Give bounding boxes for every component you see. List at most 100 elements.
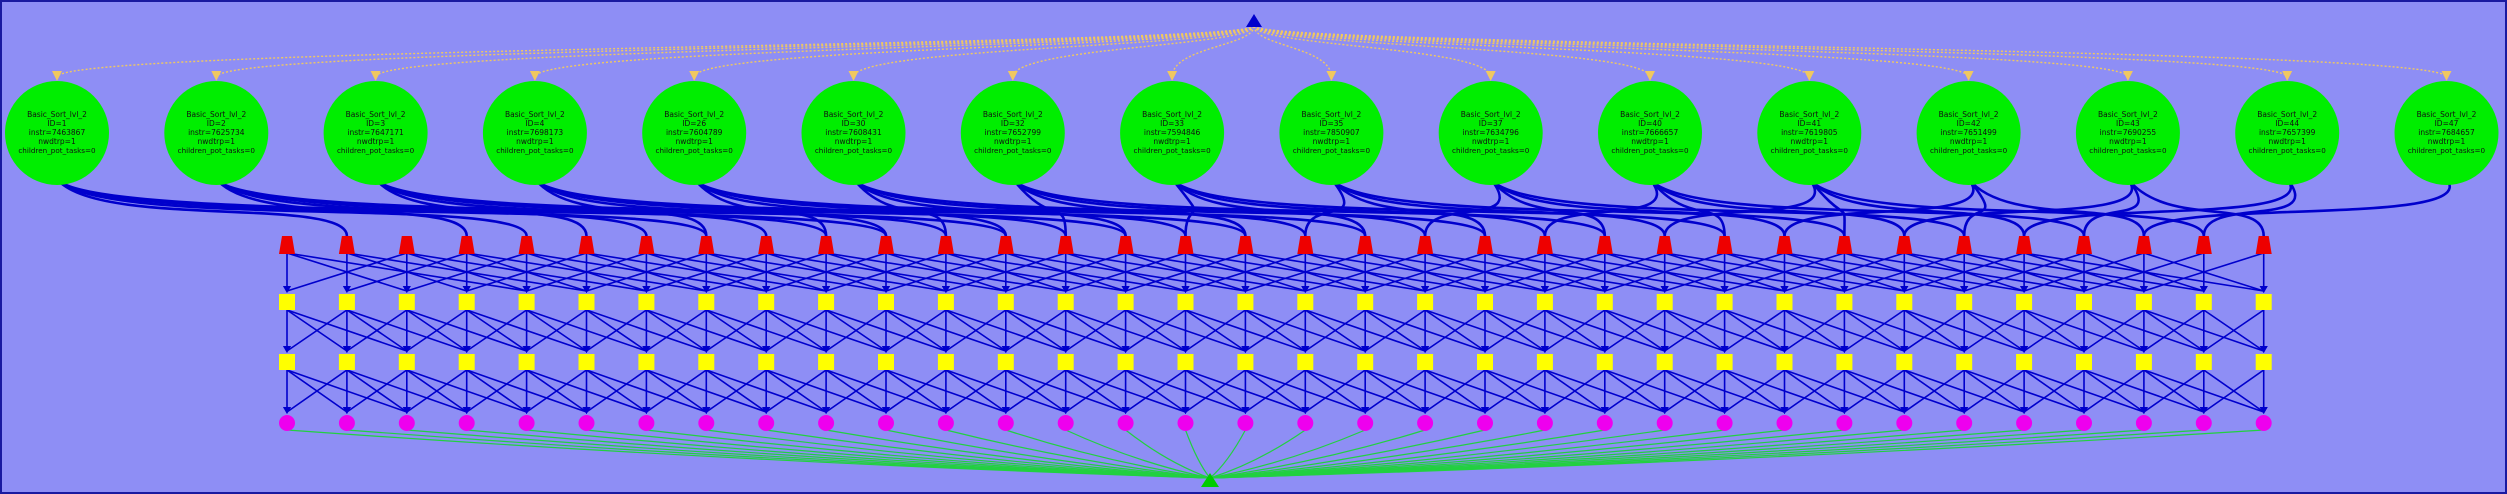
circle-node[interactable]	[398, 415, 415, 431]
square-node-row2[interactable]	[937, 354, 954, 370]
task-node-circle[interactable]	[5, 81, 109, 185]
trapezoid-node[interactable]	[1836, 236, 1853, 254]
square-node-row2[interactable]	[1716, 354, 1733, 370]
trapezoid-node[interactable]	[2135, 236, 2152, 254]
trapezoid-node[interactable]	[1177, 236, 1194, 254]
square-node-row1[interactable]	[2076, 294, 2092, 310]
square-node-row1[interactable]	[1297, 294, 1314, 310]
square-node-row2[interactable]	[1297, 354, 1314, 370]
square-node-row1[interactable]	[1896, 294, 1913, 310]
square-node-row1[interactable]	[1477, 294, 1493, 310]
circle-node[interactable]	[997, 415, 1014, 431]
trapezoid-node[interactable]	[1297, 236, 1314, 254]
sink-node[interactable]	[1201, 473, 1219, 487]
square-node-row1[interactable]	[758, 294, 775, 310]
square-node-row1[interactable]	[997, 294, 1014, 310]
circle-node[interactable]	[937, 415, 954, 431]
task-node[interactable]: Basic_Sort_lvl_2ID=32instr=7652799nwdtrp…	[960, 81, 1065, 185]
trapezoid-node[interactable]	[1117, 236, 1134, 254]
square-node-row1[interactable]	[338, 294, 355, 310]
square-node-row1[interactable]	[698, 294, 715, 310]
square-node-row1[interactable]	[518, 294, 535, 310]
trapezoid-node[interactable]	[1477, 236, 1493, 254]
task-node[interactable]: Basic_Sort_lvl_2ID=30instr=7608431nwdtrp…	[801, 81, 906, 185]
circle-node[interactable]	[1596, 415, 1613, 431]
task-node-circle[interactable]	[1916, 81, 2021, 185]
square-node-row2[interactable]	[1357, 354, 1374, 370]
trapezoid-node[interactable]	[997, 236, 1014, 254]
task-node-circle[interactable]	[960, 81, 1065, 185]
trapezoid-node[interactable]	[1237, 236, 1254, 254]
square-node-row1[interactable]	[1536, 294, 1553, 310]
trapezoid-node[interactable]	[758, 236, 775, 254]
trapezoid-node[interactable]	[1536, 236, 1553, 254]
square-node-row1[interactable]	[1357, 294, 1374, 310]
task-node[interactable]: Basic_Sort_lvl_2ID=44instr=7657399nwdtrp…	[2235, 81, 2340, 185]
circle-node[interactable]	[1477, 415, 1493, 431]
task-node[interactable]: Basic_Sort_lvl_2ID=26instr=7604789nwdtrp…	[642, 81, 747, 185]
square-node-row2[interactable]	[1477, 354, 1493, 370]
square-node-row2[interactable]	[1596, 354, 1613, 370]
task-node[interactable]: Basic_Sort_lvl_2ID=35instr=7850907nwdtrp…	[1279, 81, 1384, 185]
square-node-row1[interactable]	[1177, 294, 1194, 310]
square-node-row2[interactable]	[458, 354, 475, 370]
circle-node[interactable]	[758, 415, 775, 431]
task-node-circle[interactable]	[164, 81, 269, 185]
trapezoid-node[interactable]	[398, 236, 415, 254]
square-node-row1[interactable]	[1776, 294, 1793, 310]
trapezoid-node[interactable]	[698, 236, 715, 254]
sink-triangle-icon[interactable]	[1201, 473, 1219, 487]
square-node-row2[interactable]	[638, 354, 655, 370]
root-node[interactable]	[1246, 14, 1262, 27]
square-node-row2[interactable]	[279, 354, 295, 370]
trapezoid-node[interactable]	[2076, 236, 2092, 254]
square-node-row2[interactable]	[1536, 354, 1553, 370]
circle-node[interactable]	[1057, 415, 1074, 431]
circle-node[interactable]	[518, 415, 535, 431]
task-node[interactable]: Basic_Sort_lvl_2ID=1instr=7463867nwdtrp=…	[5, 81, 109, 185]
square-node-row2[interactable]	[338, 354, 355, 370]
circle-node[interactable]	[1117, 415, 1134, 431]
square-node-row2[interactable]	[2076, 354, 2092, 370]
trapezoid-node[interactable]	[1956, 236, 1973, 254]
task-node-circle[interactable]	[482, 81, 587, 185]
circle-node[interactable]	[1956, 415, 1973, 431]
square-node-row2[interactable]	[1896, 354, 1913, 370]
square-node-row1[interactable]	[2016, 294, 2033, 310]
trapezoid-node[interactable]	[518, 236, 535, 254]
circle-node[interactable]	[1357, 415, 1374, 431]
square-node-row1[interactable]	[279, 294, 295, 310]
trapezoid-node[interactable]	[2255, 236, 2272, 254]
trapezoid-node[interactable]	[937, 236, 954, 254]
circle-node[interactable]	[698, 415, 715, 431]
circle-node[interactable]	[638, 415, 655, 431]
task-node[interactable]: Basic_Sort_lvl_2ID=42instr=7651499nwdtrp…	[1916, 81, 2021, 185]
circle-node[interactable]	[1896, 415, 1913, 431]
task-node-circle[interactable]	[2235, 81, 2340, 185]
square-node-row2[interactable]	[1836, 354, 1853, 370]
square-node-row2[interactable]	[1417, 354, 1434, 370]
square-node-row2[interactable]	[1177, 354, 1194, 370]
trapezoid-node[interactable]	[1417, 236, 1434, 254]
circle-node[interactable]	[1836, 415, 1853, 431]
task-node[interactable]: Basic_Sort_lvl_2ID=4instr=7698173nwdtrp=…	[482, 81, 587, 185]
task-node-circle[interactable]	[1279, 81, 1384, 185]
task-node-circle[interactable]	[1120, 81, 1225, 185]
square-node-row2[interactable]	[578, 354, 595, 370]
task-node[interactable]: Basic_Sort_lvl_2ID=2instr=7625734nwdtrp=…	[164, 81, 269, 185]
task-node[interactable]: Basic_Sort_lvl_2ID=37instr=7634796nwdtrp…	[1438, 81, 1543, 185]
square-node-row2[interactable]	[997, 354, 1014, 370]
square-node-row2[interactable]	[758, 354, 775, 370]
trapezoid-node[interactable]	[578, 236, 595, 254]
trapezoid-node[interactable]	[279, 236, 295, 254]
trapezoid-node[interactable]	[458, 236, 475, 254]
circle-node[interactable]	[578, 415, 595, 431]
circle-node[interactable]	[1237, 415, 1254, 431]
trapezoid-node[interactable]	[1357, 236, 1374, 254]
square-node-row2[interactable]	[398, 354, 415, 370]
task-node[interactable]: Basic_Sort_lvl_2ID=41instr=7619805nwdtrp…	[1757, 81, 1862, 185]
square-node-row2[interactable]	[2255, 354, 2272, 370]
task-node-circle[interactable]	[1438, 81, 1543, 185]
circle-node[interactable]	[878, 415, 894, 431]
trapezoid-node[interactable]	[1776, 236, 1793, 254]
